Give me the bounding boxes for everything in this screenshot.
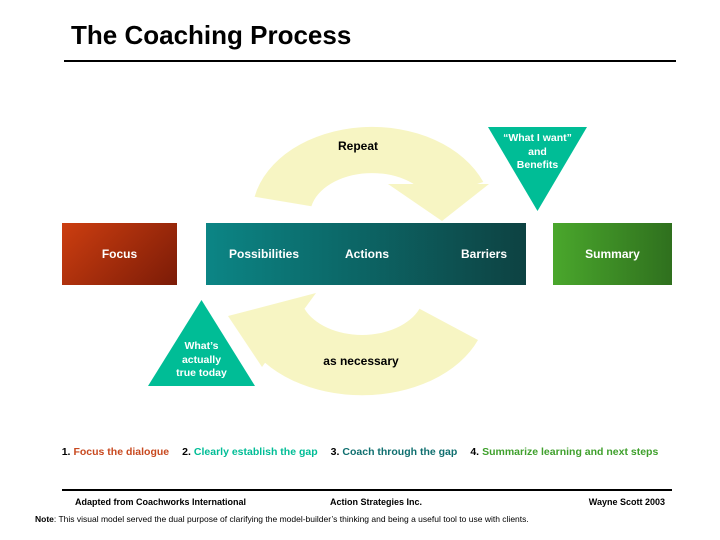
step-3-number: 3. <box>330 446 340 458</box>
step-1-text: Focus the dialogue <box>73 446 170 458</box>
as-necessary-label: as necessary <box>323 354 399 368</box>
barriers-label: Barriers <box>460 247 508 261</box>
as-necessary-arrow-icon <box>228 293 478 396</box>
step-2-number: 2. <box>182 446 191 458</box>
steps-row: 1.Focus the dialogue 2.Clearly establish… <box>0 446 720 458</box>
step-3-text: Coach through the gap <box>342 446 458 458</box>
step-1: 1.Focus the dialogue <box>62 446 169 458</box>
note-label: Note <box>35 514 54 524</box>
step-2-text: Clearly establish the gap <box>193 446 318 458</box>
true-line-2: actually <box>181 353 222 366</box>
focus-box: Focus <box>62 223 177 285</box>
footer-divider <box>62 489 672 491</box>
title-underline <box>64 60 676 62</box>
want-line-2: and <box>528 145 547 158</box>
page-title: The Coaching Process <box>71 20 352 50</box>
step-4-number: 4. <box>470 446 480 458</box>
possibilities-label: Possibilities <box>228 247 300 261</box>
step-4: 4.Summarize learning and next steps <box>470 446 658 458</box>
want-line-1: “What I want” <box>503 132 572 144</box>
footer-author-date: Wayne Scott 2003 <box>588 497 665 507</box>
footer-attribution: Adapted from Coachworks International <box>75 497 247 507</box>
process-box: Possibilities Actions Barriers <box>206 223 526 285</box>
summary-box-label: Summary <box>585 247 640 261</box>
focus-box-label: Focus <box>101 247 138 261</box>
repeat-arrow-icon <box>254 126 489 221</box>
want-line-3: Benefits <box>516 159 559 171</box>
step-2: 2.Clearly establish the gap <box>182 446 317 458</box>
actions-label: Actions <box>344 247 390 261</box>
what-i-want-text: “What I want” and Benefits <box>488 127 587 173</box>
note-body: : This visual model served the dual purp… <box>53 514 529 524</box>
whats-true-text: What’s actually true today <box>148 300 255 381</box>
note-text: Note: This visual model served the dual … <box>35 514 529 524</box>
true-line-1: What’s <box>184 340 219 352</box>
summary-box: Summary <box>553 223 672 285</box>
step-1-number: 1. <box>61 446 71 458</box>
step-3: 3.Coach through the gap <box>331 446 458 458</box>
repeat-label: Repeat <box>337 139 379 153</box>
true-line-3: true today <box>176 367 227 379</box>
step-4-text: Summarize learning and next steps <box>482 446 659 458</box>
footer-company: Action Strategies Inc. <box>330 497 423 507</box>
